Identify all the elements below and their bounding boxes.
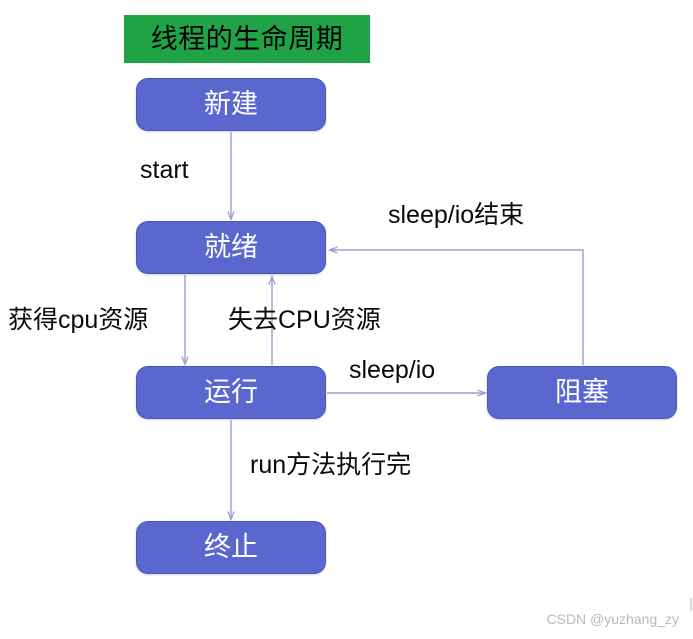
page-title: 线程的生命周期 [150,23,344,54]
node-blocked[interactable]: 阻塞 [487,366,677,419]
node-ready-label: 就绪 [204,232,258,262]
node-blocked-label: 阻塞 [555,377,609,407]
node-ready[interactable]: 就绪 [136,221,326,274]
edge-label-get-cpu: 获得cpu资源 [8,306,149,334]
node-new[interactable]: 新建 [136,78,326,131]
node-terminated[interactable]: 终止 [136,521,326,574]
corner-tick-mark [690,598,692,611]
node-terminated-label: 终止 [204,532,258,562]
node-new-label: 新建 [204,89,258,119]
node-running-label: 运行 [204,377,258,407]
node-running[interactable]: 运行 [136,366,326,419]
watermark: CSDN @yuzhang_zy [546,611,680,627]
diagram-title-banner: 线程的生命周期 [124,15,370,63]
edge-label-sleepio: sleep/io [349,356,436,384]
edge-label-lose-cpu: 失去CPU资源 [228,306,381,334]
edge-label-start: start [140,156,189,184]
edge-label-run-done: run方法执行完 [250,451,412,479]
edge-label-sleepio-end: sleep/io结束 [388,201,525,229]
